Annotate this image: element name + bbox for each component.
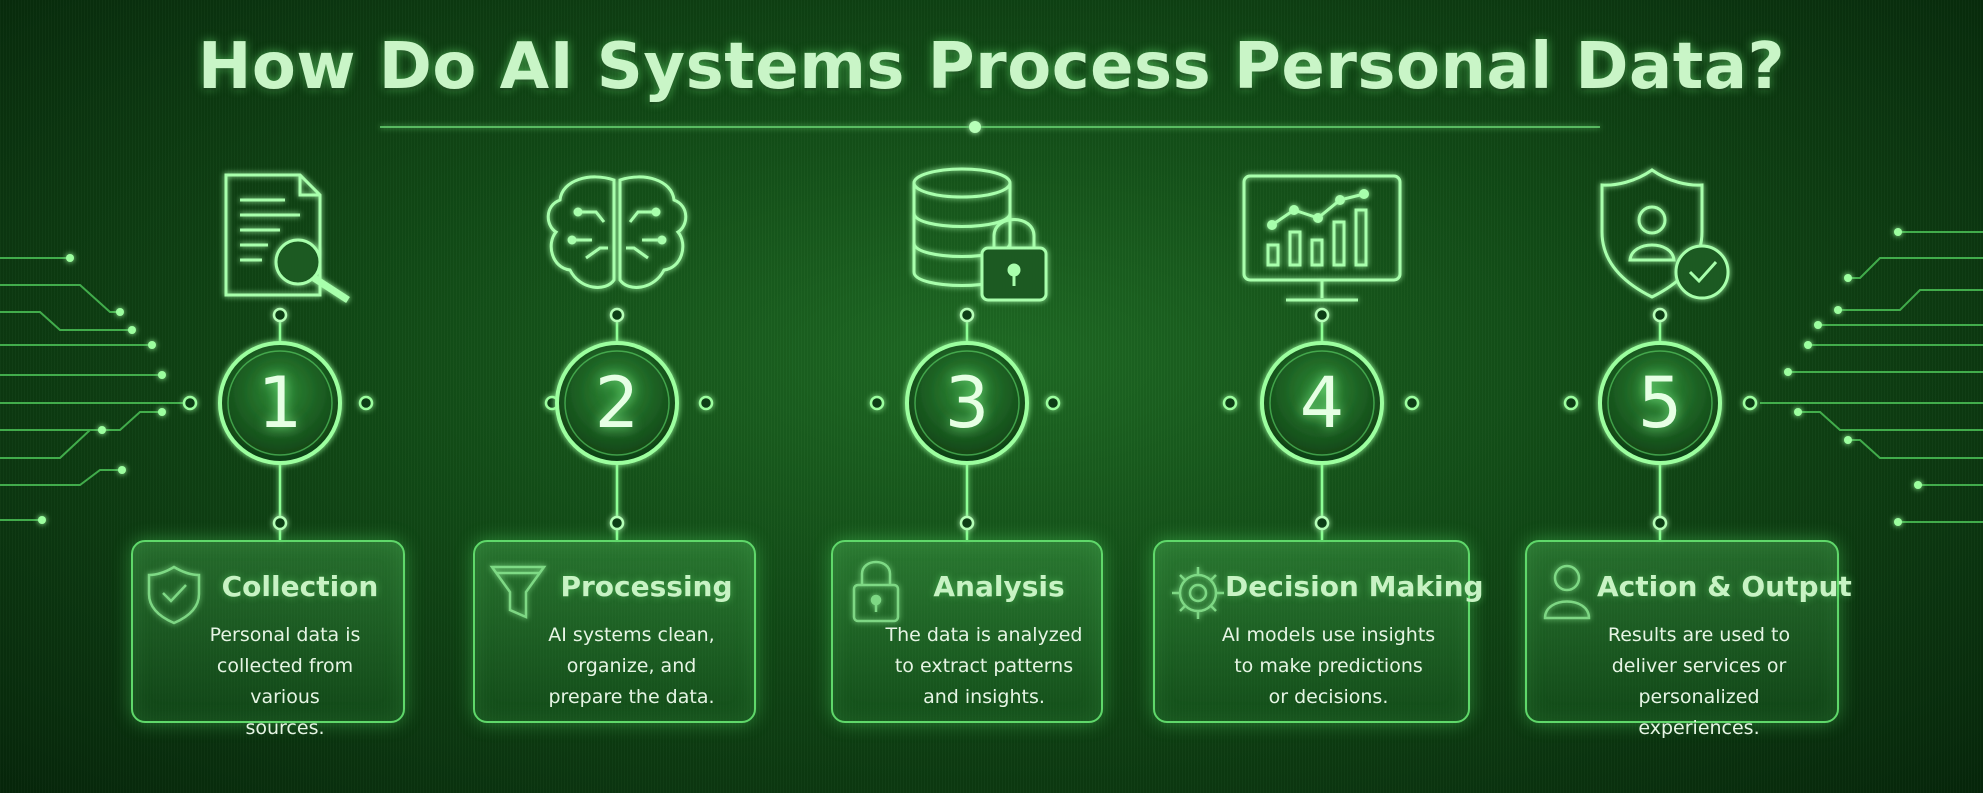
- step-card-processing: Processing AI systems clean, organize, a…: [473, 540, 756, 723]
- step-card-action-output: Action & Output Results are used to deli…: [1525, 540, 1852, 739]
- title-divider: [380, 121, 1600, 133]
- card-description: AI systems clean, organize, and prepare …: [548, 624, 715, 708]
- step-circle-1: [218, 341, 342, 465]
- document-search-icon: [224, 173, 350, 303]
- step-number-4: 4: [1299, 362, 1345, 444]
- step-card-analysis: Analysis The data is analyzed to extract…: [831, 540, 1103, 723]
- card-description: Results are used to deliver services or …: [1607, 624, 1791, 739]
- card-description: AI models use insights to make predictio…: [1221, 624, 1436, 708]
- padlock-icon: [852, 560, 900, 623]
- left-circuit-nodes: [38, 254, 166, 524]
- brain-circuit-icon: [546, 175, 688, 289]
- step-circle-2: [555, 341, 679, 465]
- shield-user-check-icon: [1600, 168, 1730, 300]
- monitor-chart-icon: [1242, 174, 1402, 302]
- connector-nodes: [272, 307, 1668, 531]
- timeline-joints: [182, 395, 1758, 411]
- database-lock-icon: [912, 167, 1048, 302]
- step-circle-5: [1598, 341, 1722, 465]
- card-title: Action & Output: [1597, 570, 1852, 603]
- card-title: Decision Making: [1225, 570, 1484, 603]
- step-circle-4: [1260, 341, 1384, 465]
- step-number-5: 5: [1637, 362, 1683, 444]
- funnel-icon: [489, 565, 547, 619]
- card-title: Collection: [221, 570, 379, 603]
- step-card-collection: Collection Personal data is collected fr…: [131, 540, 405, 739]
- step-number-1: 1: [257, 362, 303, 444]
- left-circuit-traces: [0, 257, 190, 521]
- step-card-decision-making: Decision Making AI models use insights t…: [1153, 540, 1484, 723]
- gear-icon: [1172, 567, 1224, 619]
- user-icon: [1543, 564, 1591, 620]
- page-title: How Do AI Systems Process Personal Data?: [197, 30, 1786, 104]
- card-title: Processing: [560, 570, 733, 603]
- step-number-3: 3: [944, 362, 990, 444]
- card-description: The data is analyzed to extract patterns…: [885, 624, 1083, 708]
- step-number-2: 2: [594, 362, 640, 444]
- shield-check-icon: [147, 565, 201, 625]
- step-circle-3: [905, 341, 1029, 465]
- card-description: Personal data is collected from various …: [209, 624, 361, 739]
- right-circuit-nodes: [1784, 228, 1922, 526]
- card-title: Analysis: [933, 570, 1065, 603]
- right-circuit-traces: [1760, 231, 1983, 523]
